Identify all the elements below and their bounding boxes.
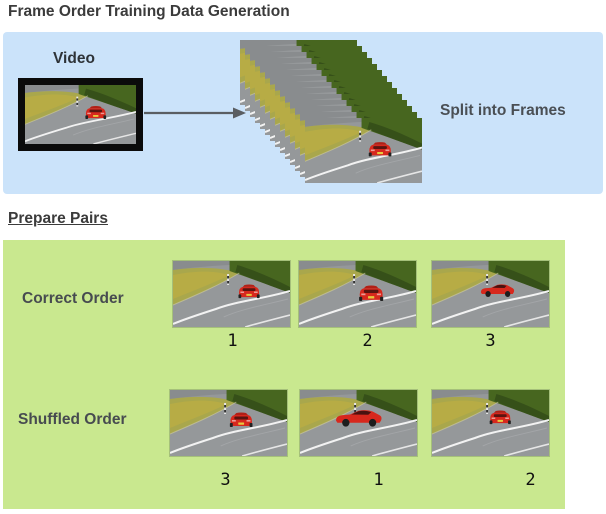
- frame-stack: [240, 40, 425, 185]
- frame-number-label: 1: [373, 470, 384, 490]
- frame-cell: 1: [172, 260, 291, 351]
- split-into-frames-label: Split into Frames: [440, 102, 566, 119]
- frame-image: [431, 389, 550, 457]
- frame-image: [169, 389, 288, 457]
- shuffled-order-label: Shuffled Order: [18, 411, 127, 428]
- arrow-right-icon: [144, 107, 246, 119]
- frame-cell: 2: [431, 389, 550, 490]
- frame-number-label: 2: [362, 331, 373, 351]
- frame-number-label: 2: [525, 470, 536, 490]
- stack-frame: [305, 118, 422, 183]
- video-scene: [25, 85, 136, 144]
- page-title: Frame Order Training Data Generation: [8, 3, 290, 20]
- frame-cell: 3: [431, 260, 550, 351]
- frame-image: [298, 260, 417, 328]
- correct-order-label: Correct Order: [22, 290, 124, 307]
- frame-cell: 1: [299, 389, 418, 490]
- frame-cell: 3: [169, 389, 288, 490]
- frame-image: [299, 389, 418, 457]
- frame-image: [431, 260, 550, 328]
- video-label: Video: [53, 50, 95, 67]
- prepare-pairs-panel: Correct Order Shuffled Order 1 2 3 3: [3, 240, 565, 509]
- video-flow-panel: Video Split into Frames: [3, 32, 603, 194]
- frame-number-label: 3: [485, 331, 496, 351]
- prepare-pairs-heading: Prepare Pairs: [8, 210, 108, 227]
- frame-image: [172, 260, 291, 328]
- video-thumbnail: [18, 78, 143, 151]
- frame-number-label: 1: [227, 331, 238, 351]
- frame-cell: 2: [298, 260, 417, 351]
- frame-number-label: 3: [220, 470, 231, 490]
